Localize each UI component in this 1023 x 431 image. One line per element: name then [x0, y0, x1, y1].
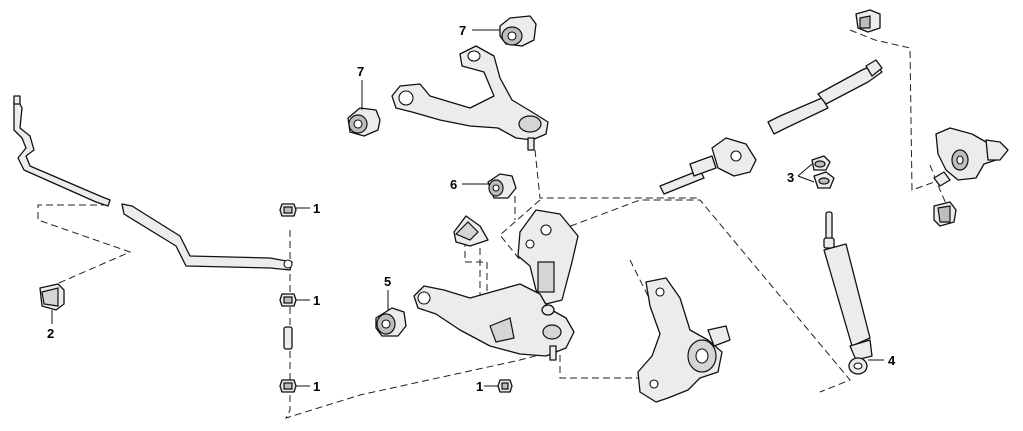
steering-knuckle: [637, 277, 731, 403]
callout-1-top-nut: 1: [313, 201, 320, 216]
tension-rod: [659, 59, 883, 195]
tension-rod-bushing-top: [855, 9, 881, 33]
callout-3-washers: 3: [787, 170, 794, 185]
callout-1-middle-nut: 1: [313, 293, 320, 308]
upper-link-bushing-top: [499, 15, 537, 47]
callout-6-bushing: 6: [450, 177, 457, 192]
upper-link-bushing-left: [347, 107, 381, 137]
callout-4-shock-absorber: 4: [888, 353, 896, 368]
shock-absorber: [823, 211, 873, 375]
stabilizer-nut-middle: [279, 293, 297, 307]
callout-5-lower-bushing: 5: [384, 274, 391, 289]
lower-arm-bushing: [375, 307, 407, 337]
stabilizer-bushing: [39, 283, 65, 311]
tension-rod-bushing-bottom: [933, 201, 957, 227]
stabilizer-nut-top: [279, 203, 297, 217]
mounting-bracket: [453, 215, 489, 247]
leader-lines: [51, 29, 884, 387]
bushing-six: [487, 173, 517, 199]
stabilizer-nut-bottom: [279, 379, 297, 393]
frame-bracket: [517, 209, 579, 305]
stabilizer-bar: [13, 95, 293, 271]
stabilizer-sleeve: [283, 326, 293, 350]
tension-rod-bracket: [933, 127, 1009, 187]
upper-control-arm: [391, 45, 549, 151]
callout-1-lower-arm-nut: 1: [476, 379, 483, 394]
callout-7-left-bushing: 7: [357, 64, 364, 79]
callout-1-bottom-nut: 1: [313, 379, 320, 394]
washer-set: [811, 155, 835, 189]
lower-control-arm: [413, 283, 575, 361]
callout-2-stabilizer-bushing: 2: [47, 326, 54, 341]
stabilizer-end-eye: [283, 259, 293, 269]
callout-7-top-bushing: 7: [459, 23, 466, 38]
lower-arm-nut: [497, 379, 513, 393]
